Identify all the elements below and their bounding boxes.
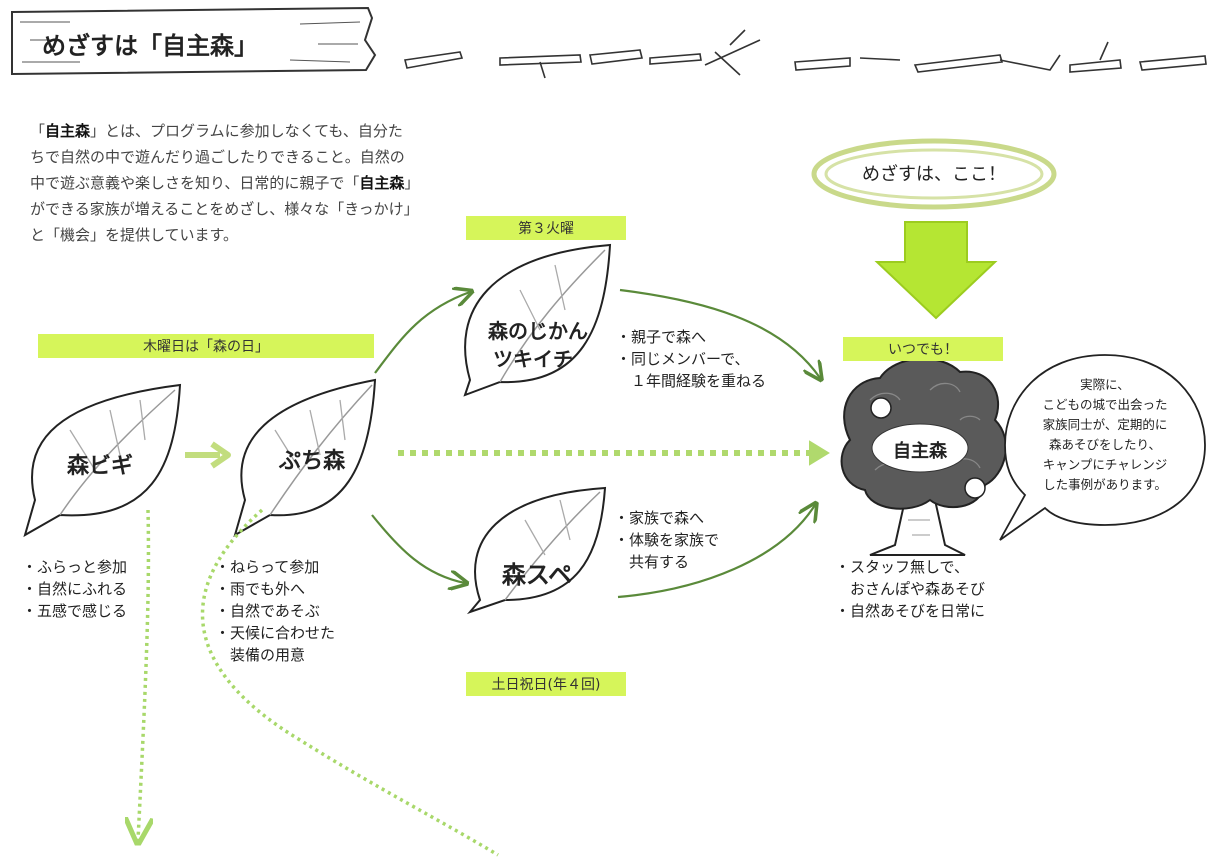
leaf-label-jikan-2: ツキイチ — [493, 347, 573, 371]
bullet-item: ・スタッフ無しで、 — [835, 558, 969, 576]
bullet-item: ・ねらって参加 — [215, 558, 320, 576]
goal-bubble-shape — [811, 138, 1057, 210]
leaf-morispe — [466, 486, 607, 615]
arrow-morispe-to-jishumori — [617, 505, 815, 599]
dotted-arrow-down-left — [138, 509, 148, 840]
twig-decorations — [404, 29, 1207, 79]
bullet-item: 共有する — [614, 553, 690, 571]
bullets-jikan: ・親子で森へ ・同じメンバーで、 １年間経験を重ねる — [616, 326, 766, 392]
speech-line: した事例があります。 — [1043, 477, 1167, 492]
dotted-arrow-down-right — [200, 508, 499, 857]
bullets-morispe: ・家族で森へ ・体験を家族で 共有する — [614, 507, 719, 573]
bullet-item: １年間経験を重ねる — [616, 372, 767, 390]
bullet-item: ・五感で感じる — [22, 602, 128, 620]
title-wood-sign — [11, 6, 377, 76]
bullet-item: ・同じメンバーで、 — [616, 350, 750, 368]
speech-line: 森あそびをしたり、 — [1048, 437, 1161, 452]
tree-jishumori — [840, 357, 1007, 556]
speech-line: 家族同士が、定期的に — [1042, 417, 1168, 432]
leaf-label-puchimori: ぷち森 — [278, 449, 346, 474]
intro-paragraph: 「自主森」とは、プログラムに参加しなくても、自分たちで自然の中で遊んだり過ごした… — [30, 118, 412, 248]
bullet-item: ・体験を家族で — [614, 531, 720, 549]
intro-text-3: 」ができる家族が増えることをめざし、様々な「きっかけ」と「機会」を提供しています… — [30, 174, 412, 244]
bullet-item: ・ふらっと参加 — [22, 558, 128, 576]
bullet-item: ・自然あそびを日常に — [835, 602, 986, 620]
bullets-puchimori: ・ねらって参加 ・雨でも外へ ・自然であそぶ ・天候に合わせた 装備の用意 — [215, 556, 335, 666]
big-down-arrow — [874, 221, 998, 320]
leaf-jikan — [463, 243, 612, 397]
leaf-puchimori — [233, 378, 377, 538]
speech-bubble-shape — [999, 354, 1206, 541]
bullet-item: ・自然にふれる — [22, 580, 128, 598]
label-anytime: いつでも！ — [843, 337, 1003, 361]
page-title: めざすは「自主森」 — [42, 32, 258, 60]
goal-bubble-text: めざすは、ここ！ — [862, 164, 1006, 185]
leaf-label-morigi: 森ビギ — [66, 454, 133, 479]
speech-line: キャンプにチャレンジ — [1042, 457, 1168, 472]
intro-keyword-2: 自主森 — [359, 174, 405, 192]
bullet-item: ・親子で森へ — [616, 328, 707, 346]
bullet-item: ・天候に合わせた — [215, 624, 336, 642]
bullet-item: 装備の用意 — [215, 646, 306, 664]
arrow-jikan-to-jishumori — [619, 288, 820, 378]
label-third-tuesday: 第３火曜 — [466, 216, 626, 240]
intro-text-1: 「 — [30, 122, 46, 140]
intro-text-2: 」とは、プログラムに参加しなくても、自分たちで自然の中で遊んだり過ごしたりできる… — [30, 122, 405, 192]
label-thursday: 木曜日は「森の日」 — [38, 334, 374, 358]
bullets-morigi: ・ふらっと参加 ・自然にふれる ・五感で感じる — [22, 556, 127, 622]
bullets-jishumori: ・スタッフ無しで、 おさんぽや森あそび ・自然あそびを日常に — [835, 556, 985, 622]
intro-keyword-1: 自主森 — [45, 122, 91, 140]
speech-line: こどもの城で出会った — [1042, 397, 1168, 412]
arrow-puchimori-to-jikan — [374, 292, 470, 374]
label-weekend: 土日祝日(年４回) — [466, 672, 626, 696]
bullet-item: ・家族で森へ — [614, 509, 705, 527]
bullet-item: ・自然であそぶ — [215, 602, 320, 620]
bullet-item: おさんぽや森あそび — [835, 580, 986, 598]
leaf-label-jikan-1: 森のじかん — [488, 319, 588, 343]
arrow-puchimori-to-morispe — [371, 514, 465, 583]
leaf-label-morispe: 森スペ — [501, 561, 573, 589]
tree-label-jishumori: 自主森 — [893, 441, 947, 462]
bullet-item: ・雨でも外へ — [215, 580, 306, 598]
leaf-morigi — [23, 383, 182, 538]
speech-bubble-text: 実際に、 こどもの城で出会った 家族同士が、定期的に 森あそびをしたり、 キャン… — [1022, 375, 1188, 495]
speech-line: 実際に、 — [1080, 377, 1130, 392]
